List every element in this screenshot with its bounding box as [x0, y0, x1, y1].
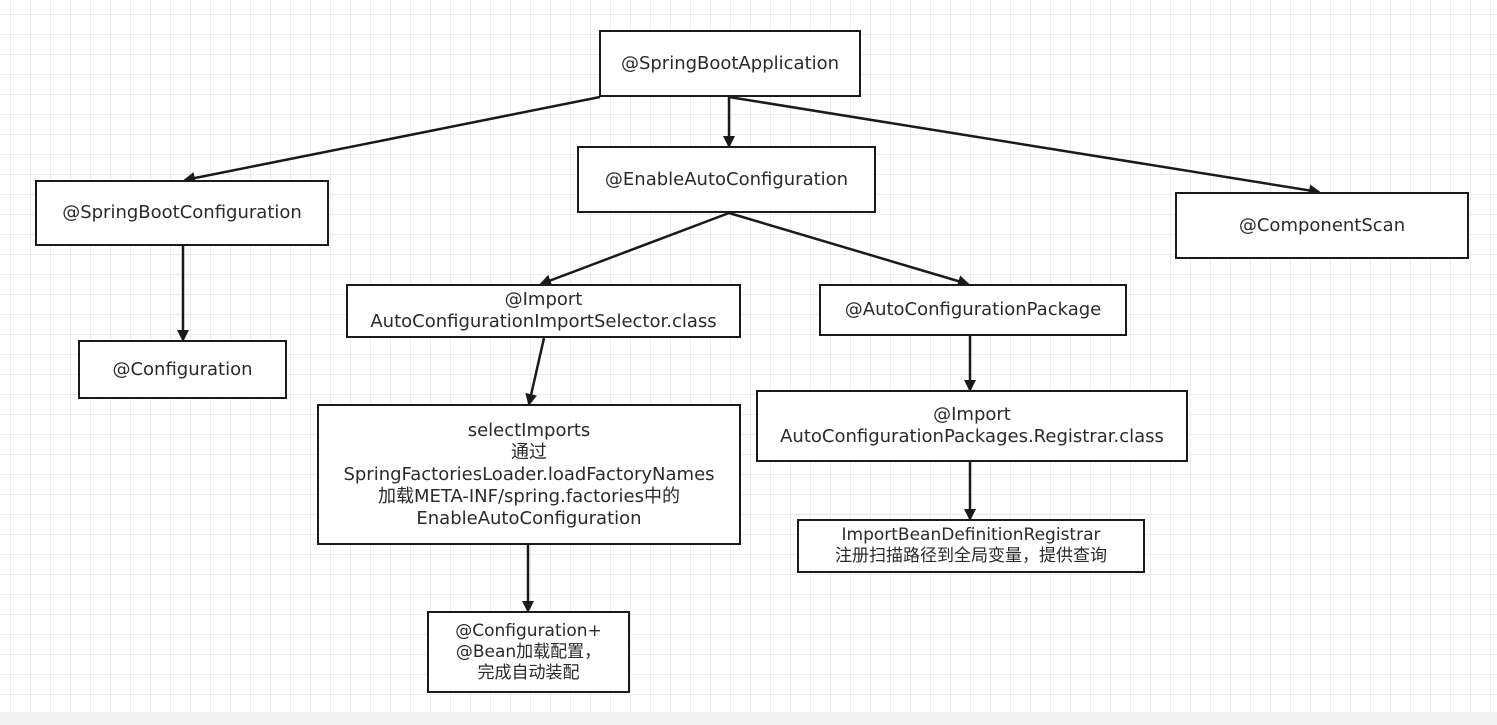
node-selectimports-label: selectImports 通过 SpringFactoriesLoader.l…	[343, 419, 715, 529]
node-configuration-bean: @Configuration+ @Bean加载配置， 完成自动装配	[427, 611, 630, 693]
node-import-registrar: @Import AutoConfigurationPackages.Regist…	[756, 390, 1188, 462]
node-autoconfigurationpackage: @AutoConfigurationPackage	[819, 284, 1127, 336]
node-importbeandefinitionregistrar: ImportBeanDefinitionRegistrar 注册扫描路径到全局变…	[797, 519, 1145, 573]
node-import-selector: @Import AutoConfigurationImportSelector.…	[346, 284, 741, 338]
node-componentscan: @ComponentScan	[1175, 192, 1469, 259]
node-selectimports: selectImports 通过 SpringFactoriesLoader.l…	[317, 404, 741, 545]
node-springbootconfiguration-label: @SpringBootConfiguration	[62, 202, 302, 223]
edge-enableautoconfiguration-to-autoconfigurationpackage	[728, 211, 970, 287]
edge-springbootapplication-to-springbootconfiguration	[183, 95, 601, 184]
node-import-selector-label: @Import AutoConfigurationImportSelector.…	[370, 289, 717, 332]
node-componentscan-label: @ComponentScan	[1238, 214, 1406, 236]
node-enableautoconfiguration-label: @EnableAutoConfiguration	[604, 168, 849, 190]
node-springbootapplication-label: @SpringBootApplication	[620, 52, 840, 74]
edge-import-selector-to-selectimports	[525, 337, 546, 406]
node-importbeandefinitionregistrar-label: ImportBeanDefinitionRegistrar 注册扫描路径到全局变…	[835, 525, 1107, 566]
edge-enableautoconfiguration-to-import-selector	[539, 211, 730, 287]
node-springbootapplication: @SpringBootApplication	[599, 30, 861, 97]
edge-springbootapplication-to-componentscan	[728, 95, 1321, 197]
node-configuration-bean-label: @Configuration+ @Bean加载配置， 完成自动装配	[455, 620, 602, 683]
node-springbootconfiguration: @SpringBootConfiguration	[35, 180, 329, 246]
node-autoconfigurationpackage-label: @AutoConfigurationPackage	[844, 299, 1102, 320]
node-import-registrar-label: @Import AutoConfigurationPackages.Regist…	[780, 404, 1164, 447]
node-enableautoconfiguration: @EnableAutoConfiguration	[577, 146, 876, 213]
node-configuration-label: @Configuration	[112, 358, 253, 380]
node-configuration: @Configuration	[78, 340, 287, 399]
canvas-bottom-band	[0, 712, 1497, 725]
